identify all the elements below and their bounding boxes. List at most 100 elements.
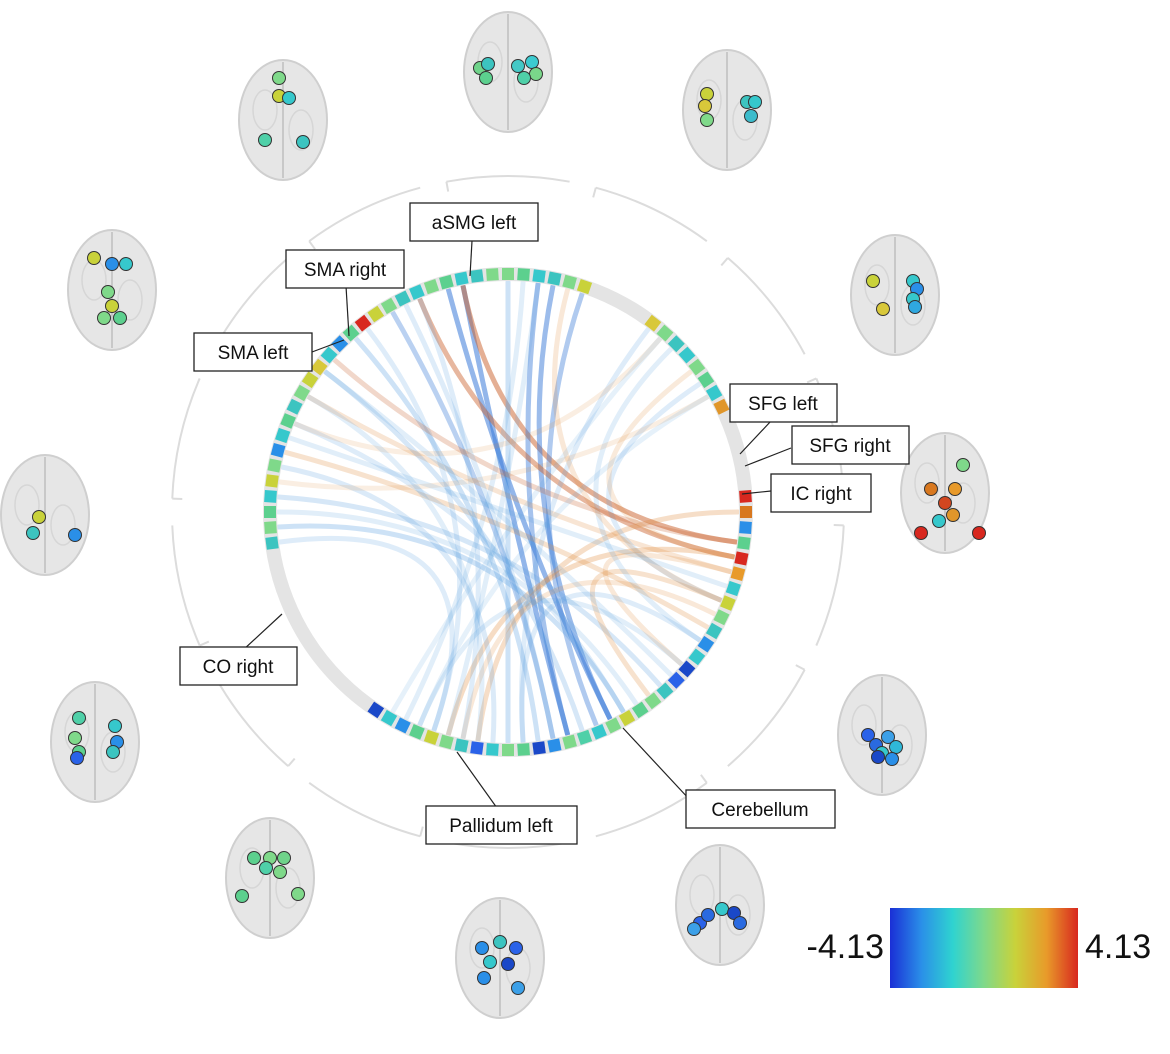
brain-glyphs: [0, 11, 990, 1019]
connection-chord: [519, 591, 702, 745]
brain-node: [477, 971, 491, 985]
label-sma-left: SMA left: [193, 332, 313, 372]
label-ic-right-text: IC right: [790, 484, 852, 505]
brain-node: [479, 71, 493, 85]
ring-node: [562, 274, 577, 290]
ring-node: [342, 324, 360, 342]
ring-node: [265, 536, 279, 550]
ring-node: [605, 717, 622, 734]
outer-arc-segment: [308, 186, 421, 242]
ring-node: [547, 738, 562, 753]
ring-node: [737, 536, 751, 550]
brain-node: [291, 887, 305, 901]
brain-node: [282, 91, 296, 105]
label-sma-left-text: SMA left: [218, 343, 289, 364]
connection-chord: [353, 336, 541, 743]
connection-chord: [306, 394, 733, 575]
connection-chord: [403, 279, 526, 721]
brain-sulcus: [50, 504, 76, 546]
brain-node: [235, 889, 249, 903]
ring-node: [618, 709, 636, 727]
brain-node: [861, 728, 875, 742]
ring-node: [678, 660, 696, 678]
ring-node: [293, 384, 311, 402]
connection-chord: [277, 535, 455, 733]
ring-node: [631, 701, 649, 719]
outer-arc-tick: [806, 377, 817, 384]
connection-chord: [323, 369, 674, 678]
ring-node: [667, 671, 685, 689]
brain-node: [296, 135, 310, 149]
ring-node: [705, 384, 723, 402]
outer-arc-segment: [446, 175, 570, 183]
ring-node: [517, 743, 530, 756]
ring-node: [688, 648, 706, 666]
outer-arc-segment: [727, 257, 806, 355]
connection-chord: [593, 346, 702, 643]
connection-chord: [277, 394, 710, 491]
ring-node: [532, 269, 546, 283]
ring-node: [730, 566, 746, 581]
brain-node: [525, 55, 539, 69]
brain-node: [733, 916, 747, 930]
outer-arc-segment: [595, 186, 708, 242]
connection-chord: [417, 297, 737, 560]
ring-node: [267, 458, 282, 473]
brain-node: [698, 99, 712, 113]
brain-node: [972, 526, 986, 540]
brain-node: [101, 285, 115, 299]
outer-arc-segment: [308, 782, 421, 838]
brain-node: [866, 274, 880, 288]
connection-chord: [606, 369, 737, 560]
connection-chord: [275, 494, 663, 688]
ring-node: [678, 346, 696, 364]
ring-node: [394, 290, 411, 307]
brain-glyph: [50, 681, 140, 803]
brain-node: [108, 719, 122, 733]
connection-chord: [602, 552, 733, 667]
ring-node: [688, 358, 706, 376]
label-asmg-left-text: aSMG left: [432, 213, 517, 234]
connection-chord: [275, 509, 639, 706]
outer-arc-tick: [199, 640, 210, 647]
ring-node: [486, 743, 499, 756]
label-asmg-left: aSMG left: [409, 202, 539, 242]
outer-arc-tick: [419, 826, 424, 837]
brain-node: [938, 496, 952, 510]
connection-chord: [460, 283, 739, 545]
outer-arc-tick: [720, 257, 729, 267]
ring-node: [725, 580, 741, 597]
label-co-right: CO right: [179, 646, 298, 686]
label-sma-right-text: SMA right: [304, 260, 387, 281]
brain-glyph: [682, 49, 772, 171]
brain-glyph: [837, 674, 927, 796]
ring-node: [409, 724, 425, 740]
ring-node: [380, 297, 398, 315]
brain-node: [924, 482, 938, 496]
ring-node: [739, 490, 752, 503]
brain-sulcus: [14, 484, 40, 526]
ring-node: [409, 284, 425, 300]
ring-node: [264, 506, 276, 518]
colorbar-gradient: [890, 908, 1078, 988]
label-co-right-text: CO right: [203, 657, 274, 678]
brain-node: [277, 851, 291, 865]
brain-node: [483, 955, 497, 969]
brain-node: [247, 851, 261, 865]
brain-node: [68, 731, 82, 745]
connection-chord: [536, 283, 613, 721]
ring-node: [562, 734, 577, 750]
colorbar-max-label: 4.13: [1085, 928, 1151, 966]
brain-node: [72, 711, 86, 725]
ring-node: [439, 274, 454, 290]
ring-node: [270, 443, 286, 458]
brain-node: [687, 922, 701, 936]
ring-node: [697, 635, 715, 653]
brain-node: [106, 745, 120, 759]
brain-node: [914, 526, 928, 540]
connection-chord: [293, 421, 626, 714]
label-pallidum-left-text: Pallidum left: [449, 816, 553, 837]
connection-chord: [460, 579, 717, 741]
brain-node: [946, 508, 960, 522]
label-ic-right: IC right: [770, 473, 872, 513]
